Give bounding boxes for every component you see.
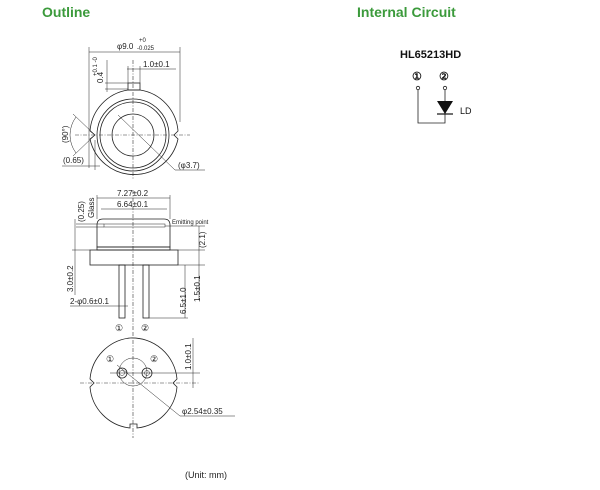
device-label: LD [460,106,472,116]
dim-pin-pitch: φ2.54±0.35 [182,407,223,416]
dim-flange: 1.5±0.1 [193,275,202,302]
angle-arc [69,116,77,154]
lead-1 [118,264,126,319]
part-number: HL65213HD [400,49,461,61]
unit-label: (Unit: mm) [185,470,227,480]
dim-angle: (90°) [61,125,70,143]
emitting-point-label: Emitting point [172,220,209,226]
dim-lead-length: 6.5±1.0 [179,287,188,314]
dim-cap-inner: 6.64±0.1 [117,200,149,209]
index-tab [127,82,141,91]
dim-offset: (0.65) [63,156,84,165]
side-view: 7.27±0.2 6.64±0.1 (0.25) Glass Emitting … [66,189,209,333]
side-pin1-label: ① [115,323,123,333]
side-pin2-label: ② [141,323,149,333]
circuit-pin2-label: ② [439,71,449,83]
bottom-view: ① ② 1.0±0.1 φ2.54±0.35 [80,332,235,438]
glass-label: Glass [87,198,96,218]
internal-circuit: HL65213HD ① ② LD [400,49,472,124]
bottom-pin2-label: ② [150,354,158,364]
window-leader [117,114,176,171]
circuit-pin1-label: ① [412,71,422,83]
internal-circuit-heading: Internal Circuit [357,4,456,20]
dim-window: (φ3.7) [178,161,200,170]
dim-tab-height-tol: +0.1 -0 [93,56,99,76]
outline-heading: Outline [42,4,90,20]
lead-2 [142,264,150,319]
dim-pin-offset: 1.0±0.1 [184,343,193,370]
dim-tab-width: 1.0±0.1 [143,60,170,69]
diode-icon [437,101,453,114]
dim-diameter-tol-minus: -0.025 [137,46,155,52]
dim-emit-height: (2.1) [198,231,207,248]
dim-glass-thickness: (0.25) [77,201,86,222]
dim-body-height: 3.0±0.2 [66,265,75,292]
base-outline [89,337,178,429]
bottom-pin1-label: ① [106,354,114,364]
cap [96,218,171,248]
flange [89,249,179,266]
outer-outline [89,89,179,175]
top-view: φ9.0 +0 -0.025 1.0±0.1 0.4 +0.1 -0 (90°)… [61,38,205,180]
dim-cap-outer: 7.27±0.2 [117,189,149,198]
glass-window [103,223,166,228]
dim-diameter: φ9.0 [117,42,134,51]
dim-lead-diameter: 2-φ0.6±0.1 [70,297,109,306]
dim-diameter-tol-plus: +0 [139,38,147,44]
dim-tab-height: 0.4 [96,71,105,83]
